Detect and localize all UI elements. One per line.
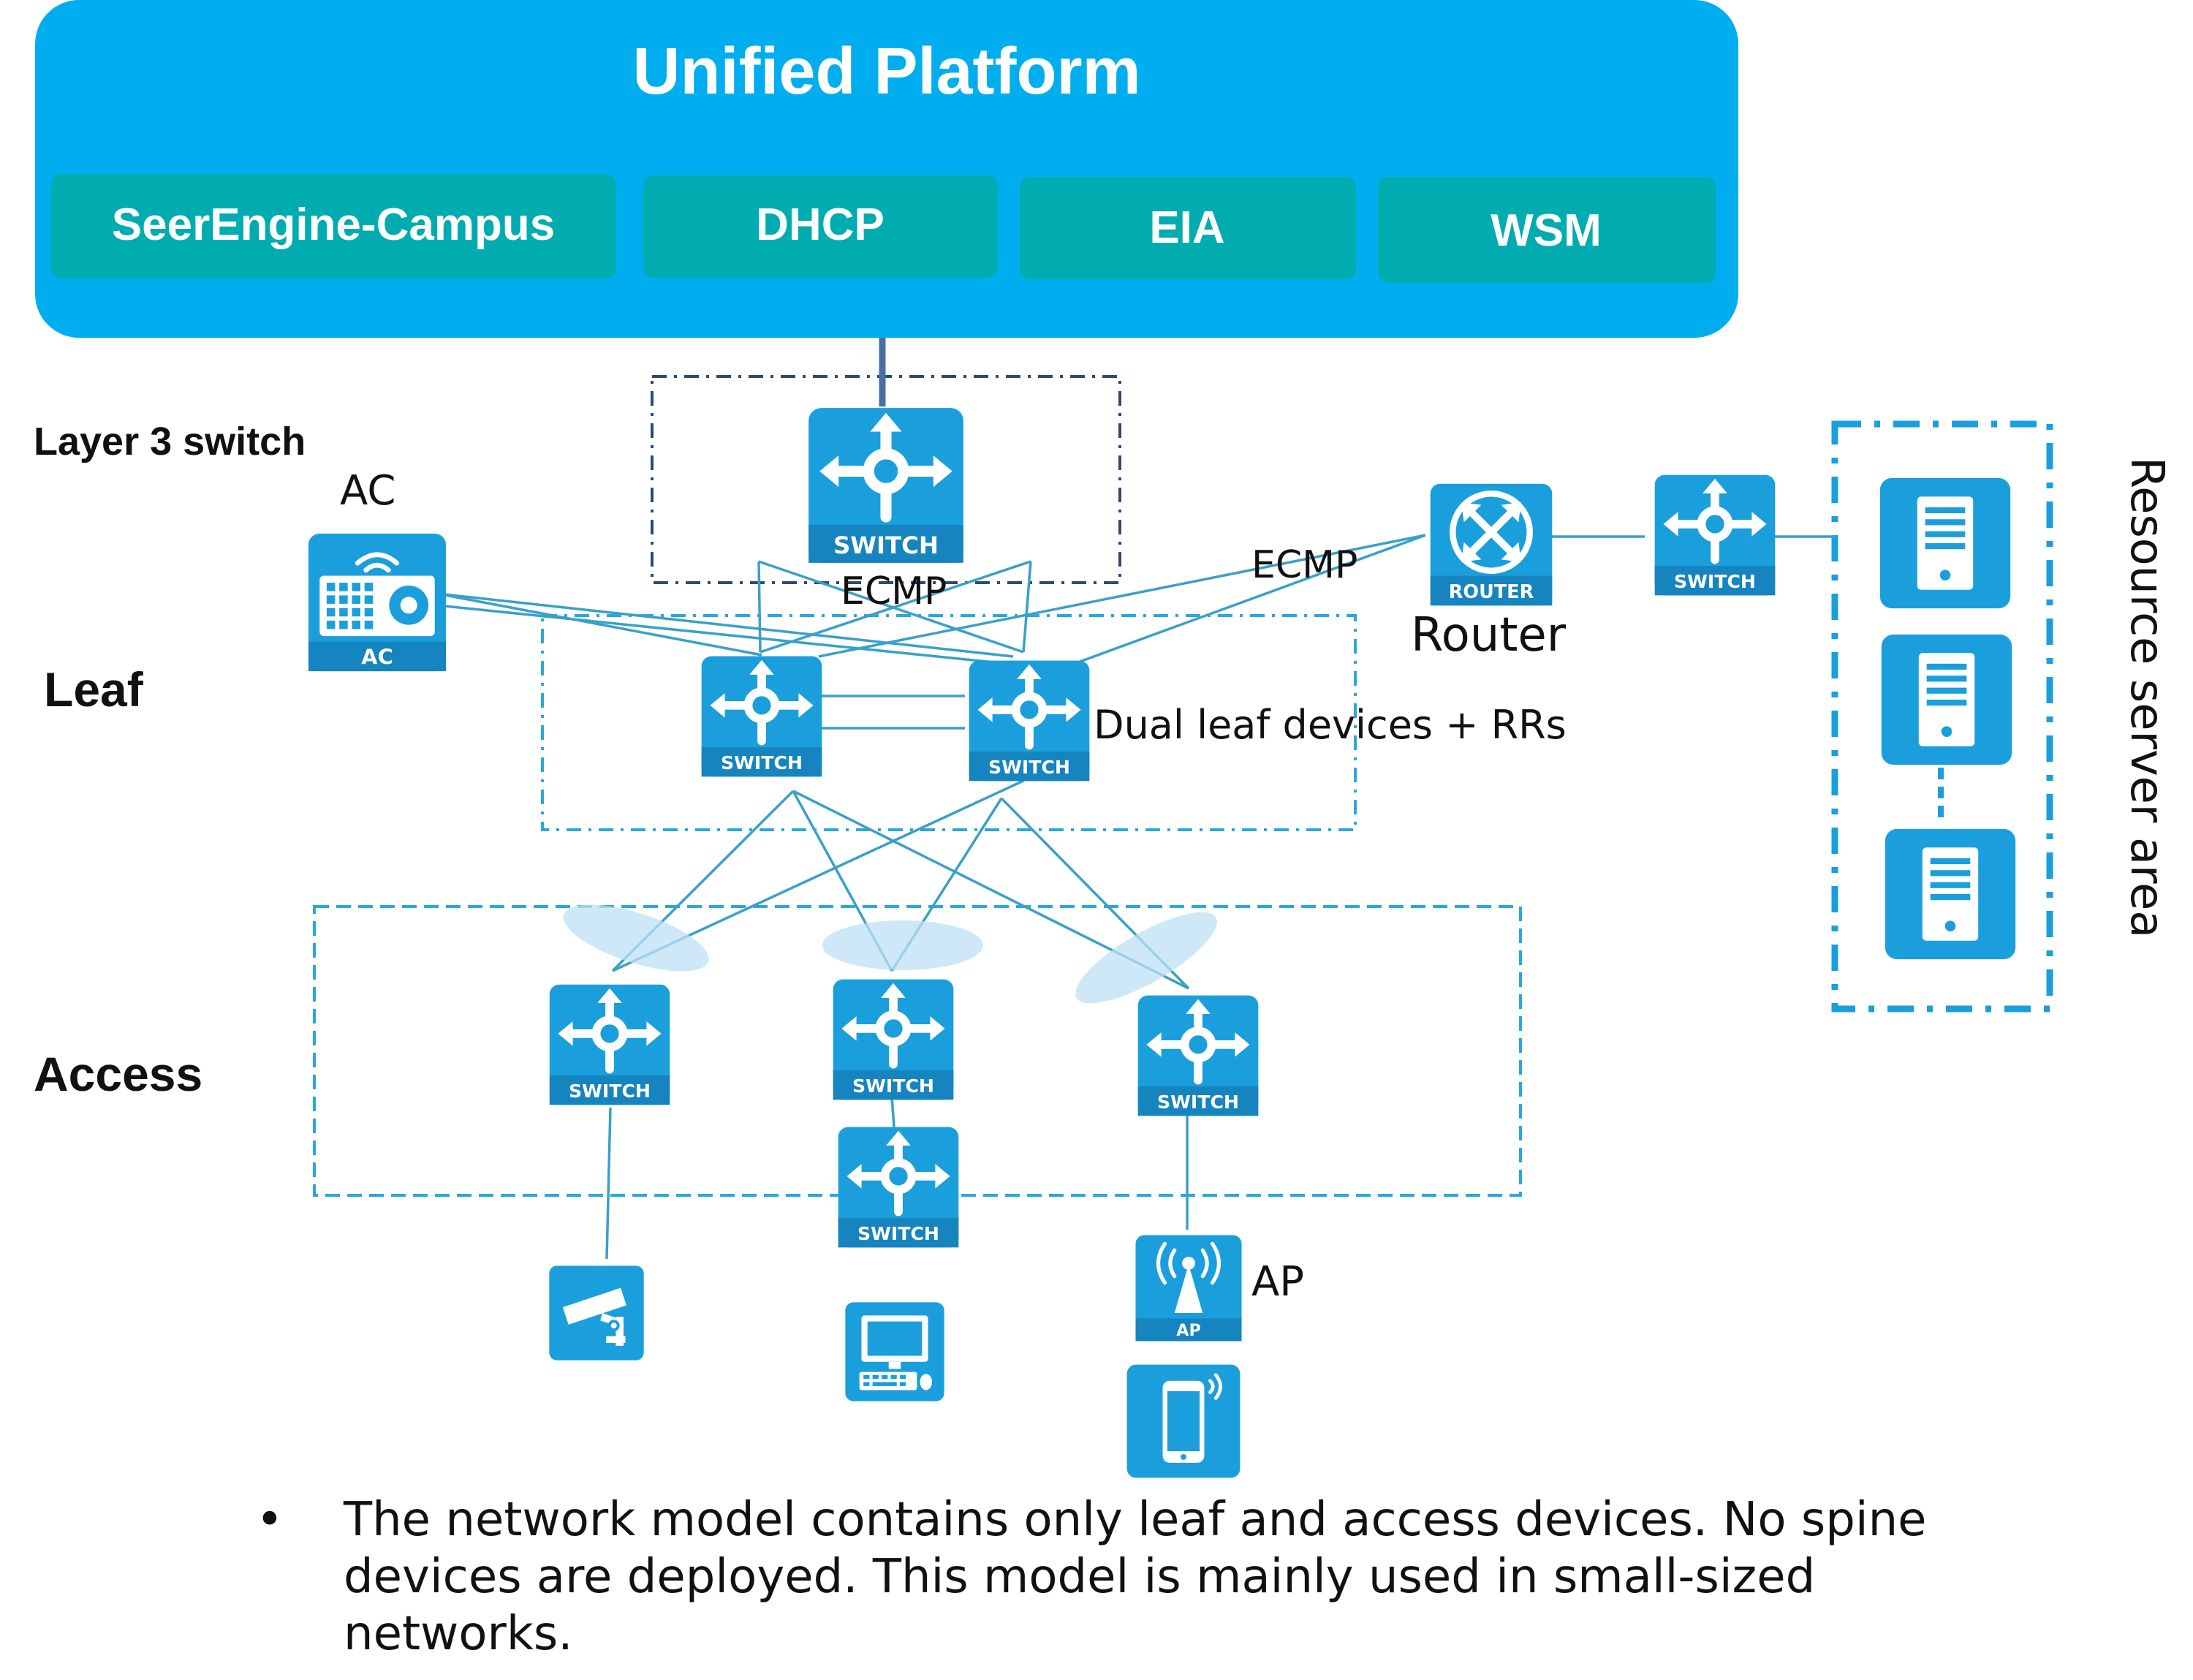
server-icon[interactable] <box>1879 477 2011 609</box>
note-text: The network model contains only leaf and… <box>344 1493 1927 1661</box>
leaf-switch-2-icon[interactable] <box>969 661 1090 782</box>
platform-title: Unified Platform <box>632 35 1140 108</box>
access-switch-1-icon[interactable] <box>550 985 670 1105</box>
module-dhcp-label: DHCP <box>756 200 885 250</box>
ap-icon[interactable] <box>1135 1235 1241 1341</box>
ecmp-ellipse-3 <box>1075 912 1217 1004</box>
pc-icon[interactable] <box>845 1302 944 1401</box>
leaf-label: Leaf <box>44 662 144 716</box>
camera-icon[interactable] <box>549 1265 644 1361</box>
dual-leaf-label: Dual leaf devices + RRs <box>1094 702 1567 748</box>
module-eia[interactable]: EIA <box>1020 177 1356 279</box>
zone-layer3 <box>651 375 1121 584</box>
leaf-switch-1-icon[interactable] <box>702 657 822 777</box>
module-eia-label: EIA <box>1149 203 1224 253</box>
ap-label: AP <box>1251 1258 1304 1306</box>
ecmp-label-left: ECMP <box>841 570 947 613</box>
zone-resource-server <box>1831 420 2053 1013</box>
router-side-switch-icon[interactable] <box>1655 475 1776 596</box>
module-wsm-label: WSM <box>1491 205 1602 256</box>
module-dhcp[interactable]: DHCP <box>643 175 998 278</box>
router-icon[interactable] <box>1431 484 1553 606</box>
ac-icon[interactable] <box>308 534 446 671</box>
ecmp-ellipse-1 <box>563 904 709 972</box>
module-seerengine-label: SeerEngine-Campus <box>112 200 555 250</box>
bullet-marker: • <box>256 1493 284 1547</box>
module-wsm[interactable]: WSM <box>1378 177 1716 283</box>
resource-server-label: Resource server area <box>2121 457 2174 938</box>
downstream-switch-icon[interactable] <box>838 1127 959 1248</box>
ecmp-ellipse-2 <box>822 920 983 970</box>
module-seerengine[interactable]: SeerEngine-Campus <box>51 174 616 279</box>
ecmp-label-right: ECMP <box>1251 543 1357 587</box>
phone-icon[interactable] <box>1127 1365 1241 1478</box>
server-icon[interactable] <box>1885 828 2016 960</box>
router-label: Router <box>1411 608 1567 662</box>
access-switch-2-icon[interactable] <box>833 980 954 1100</box>
layer3-label: Layer 3 switch <box>34 420 306 463</box>
access-label: Access <box>34 1047 202 1101</box>
ac-label: AC <box>340 467 395 515</box>
server-icon[interactable] <box>1881 634 2012 765</box>
access-switch-3-icon[interactable] <box>1138 996 1259 1116</box>
network-links <box>436 534 1835 1260</box>
unified-platform: Unified Platform SeerEngine-Campus DHCP … <box>35 0 1738 338</box>
layer3-switch-icon[interactable] <box>808 408 963 563</box>
